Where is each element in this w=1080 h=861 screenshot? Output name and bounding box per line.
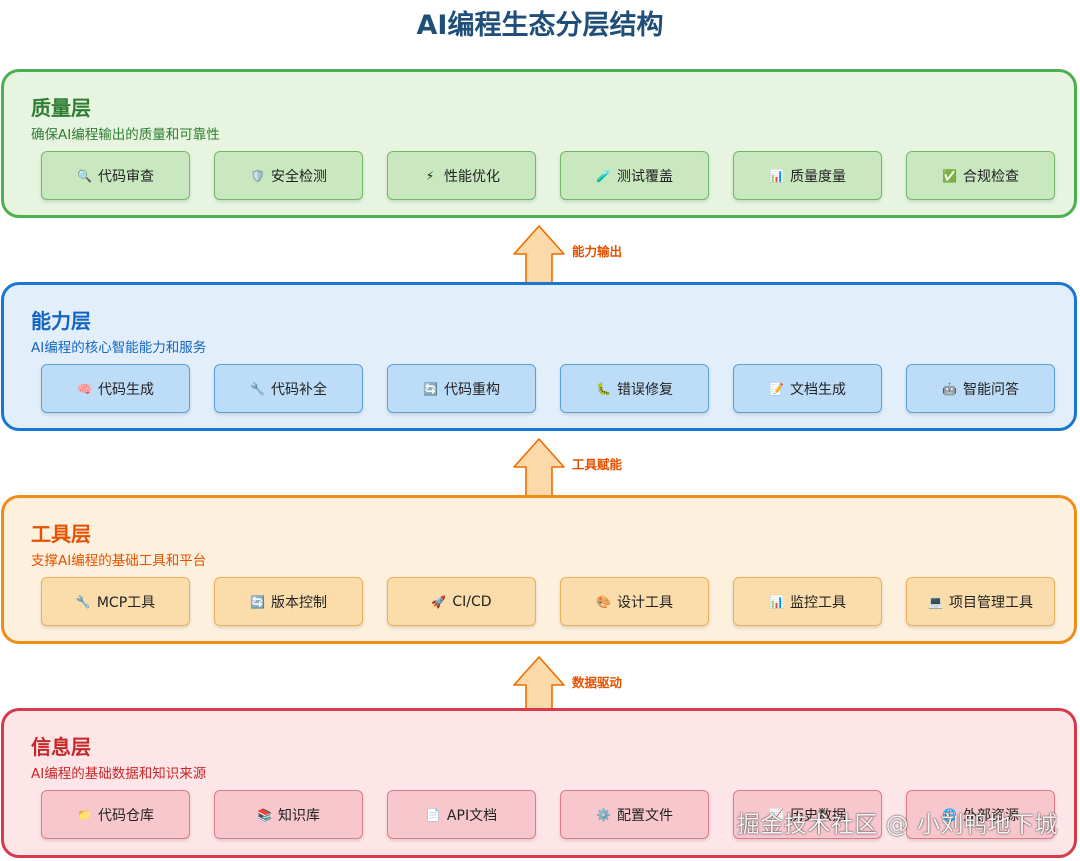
card-label: 合规检查 bbox=[963, 168, 1019, 185]
card-label: 质量度量 bbox=[790, 168, 846, 185]
lightning-icon: ⚡ bbox=[425, 168, 435, 183]
watermark: 掘金技术社区 @ 小刘鸭地下城 bbox=[736, 812, 1058, 838]
refresh-icon: 🔄 bbox=[423, 381, 438, 396]
diagram-title: AI编程生态分层结构 bbox=[416, 10, 664, 41]
card-code-generation: 🧠 代码生成 bbox=[41, 364, 190, 413]
arrow-label: 数据驱动 bbox=[572, 675, 623, 690]
card-code-review: 🔍 代码审查 bbox=[41, 151, 190, 200]
quality-layer: 质量层 确保AI编程输出的质量和可靠性 🔍 代码审查 🛡️ 安全检测 ⚡ 性能优化 🧪… bbox=[1, 69, 1077, 218]
shield-icon: 🛡️ bbox=[250, 168, 265, 183]
card-label: 历史数据 bbox=[790, 807, 846, 824]
globe-icon: 🌐 bbox=[942, 807, 957, 822]
checkmark-icon: ✅ bbox=[942, 168, 957, 183]
bar-chart-icon: 📊 bbox=[769, 594, 784, 609]
bar-chart-icon: 📊 bbox=[769, 168, 784, 183]
card-label: 知识库 bbox=[278, 807, 320, 824]
card-label: 性能优化 bbox=[444, 168, 500, 185]
up-arrow-icon bbox=[513, 438, 565, 500]
arrow-label: 能力输出 bbox=[572, 244, 623, 259]
card-label: MCP工具 bbox=[96, 594, 156, 611]
card-label: 代码补全 bbox=[271, 381, 327, 398]
card-row: 🔍 代码审查 🛡️ 安全检测 ⚡ 性能优化 🧪 测试覆盖 📊 质量度量 ✅ 合规检查 bbox=[41, 151, 1061, 203]
card-doc-generation: 📝 文档生成 bbox=[733, 364, 882, 413]
card-label: 代码审查 bbox=[98, 168, 154, 185]
layer-title: 信息层 bbox=[31, 735, 91, 759]
brain-icon: 🧠 bbox=[77, 381, 92, 396]
tools-layer: 工具层 支撑AI编程的基础工具和平台 🔧 MCP工具 🔄 版本控制 🚀 CI/CD 🎨… bbox=[1, 495, 1077, 644]
card-smart-qa: 🤖 智能问答 bbox=[906, 364, 1055, 413]
layer-description: 支撑AI编程的基础工具和平台 bbox=[31, 553, 207, 569]
card-knowledge-base: 📚 知识库 bbox=[214, 790, 363, 839]
card-label: CI/CD bbox=[452, 593, 492, 610]
layer-description: AI编程的基础数据和知识来源 bbox=[31, 766, 207, 782]
card-label: 外部资源 bbox=[963, 807, 1019, 824]
layer-title: 工具层 bbox=[31, 522, 91, 546]
gear-icon: ⚙️ bbox=[596, 807, 611, 822]
layer-description: 确保AI编程输出的质量和可靠性 bbox=[31, 127, 220, 143]
memo-icon: 📝 bbox=[769, 381, 784, 396]
document-icon: 📄 bbox=[425, 807, 441, 822]
card-config-files: ⚙️ 配置文件 bbox=[560, 790, 709, 839]
test-tube-icon: 🧪 bbox=[596, 168, 611, 183]
card-security-check: 🛡️ 安全检测 bbox=[214, 151, 363, 200]
info-layer: 信息层 AI编程的基础数据和知识来源 📁 代码仓库 📚 知识库 📄 API文档 ⚙️ 配… bbox=[1, 708, 1077, 858]
card-compliance: ✅ 合规检查 bbox=[906, 151, 1055, 200]
card-project-management: 💻 项目管理工具 bbox=[906, 577, 1055, 626]
refresh-icon: 🔄 bbox=[250, 594, 265, 609]
bug-icon: 🐛 bbox=[596, 381, 611, 396]
magnifier-icon: 🔍 bbox=[77, 168, 92, 183]
layer-title: 质量层 bbox=[31, 96, 91, 120]
card-label: 文档生成 bbox=[790, 381, 846, 398]
card-version-control: 🔄 版本控制 bbox=[214, 577, 363, 626]
card-refactor: 🔄 代码重构 bbox=[387, 364, 536, 413]
card-label: 监控工具 bbox=[790, 594, 846, 611]
books-icon: 📚 bbox=[257, 807, 272, 822]
card-label: 代码仓库 bbox=[98, 807, 154, 824]
wrench-icon: 🔧 bbox=[250, 381, 265, 396]
rocket-icon: 🚀 bbox=[431, 594, 447, 609]
wrench-icon: 🔧 bbox=[75, 594, 91, 609]
card-label: 测试覆盖 bbox=[617, 168, 673, 185]
layer-description: AI编程的核心智能能力和服务 bbox=[31, 340, 207, 356]
card-row: 🧠 代码生成 🔧 代码补全 🔄 代码重构 🐛 错误修复 📝 文档生成 🤖 智能问答 bbox=[41, 364, 1061, 416]
card-code-completion: 🔧 代码补全 bbox=[214, 364, 363, 413]
card-label: 配置文件 bbox=[617, 807, 673, 824]
card-ci-cd: 🚀 CI/CD bbox=[387, 577, 536, 626]
card-external-resources: 🌐 外部资源 bbox=[906, 790, 1055, 839]
card-label: 设计工具 bbox=[617, 594, 673, 611]
card-label: 版本控制 bbox=[271, 594, 327, 611]
trend-chart-icon: 📈 bbox=[769, 807, 784, 822]
card-label: 智能问答 bbox=[963, 381, 1019, 398]
card-performance: ⚡ 性能优化 bbox=[387, 151, 536, 200]
laptop-icon: 💻 bbox=[928, 594, 943, 609]
card-row: 📁 代码仓库 📚 知识库 📄 API文档 ⚙️ 配置文件 📈 历史数据 🌐 外部资源 bbox=[41, 790, 1061, 842]
palette-icon: 🎨 bbox=[596, 594, 611, 609]
card-mcp-tools: 🔧 MCP工具 bbox=[41, 577, 190, 626]
card-bug-fix: 🐛 错误修复 bbox=[560, 364, 709, 413]
card-label: 代码重构 bbox=[444, 381, 500, 398]
layer-title: 能力层 bbox=[31, 309, 91, 333]
card-label: 代码生成 bbox=[98, 381, 154, 398]
card-quality-metrics: 📊 质量度量 bbox=[733, 151, 882, 200]
arrow-label: 工具赋能 bbox=[572, 457, 623, 472]
card-history-data: 📈 历史数据 bbox=[733, 790, 882, 839]
card-test-coverage: 🧪 测试覆盖 bbox=[560, 151, 709, 200]
card-monitoring-tools: 📊 监控工具 bbox=[733, 577, 882, 626]
card-design-tools: 🎨 设计工具 bbox=[560, 577, 709, 626]
capability-layer: 能力层 AI编程的核心智能能力和服务 🧠 代码生成 🔧 代码补全 🔄 代码重构 🐛 错误… bbox=[1, 282, 1077, 431]
card-code-repo: 📁 代码仓库 bbox=[41, 790, 190, 839]
folder-icon: 📁 bbox=[77, 807, 92, 822]
card-label: 错误修复 bbox=[617, 381, 673, 398]
card-row: 🔧 MCP工具 🔄 版本控制 🚀 CI/CD 🎨 设计工具 📊 监控工具 💻 项目管理工具 bbox=[41, 577, 1061, 629]
card-label: 安全检测 bbox=[271, 168, 327, 185]
robot-icon: 🤖 bbox=[942, 381, 957, 396]
up-arrow-icon bbox=[513, 225, 565, 287]
card-api-docs: 📄 API文档 bbox=[387, 790, 536, 839]
card-label: API文档 bbox=[446, 807, 498, 824]
card-label: 项目管理工具 bbox=[949, 594, 1033, 611]
